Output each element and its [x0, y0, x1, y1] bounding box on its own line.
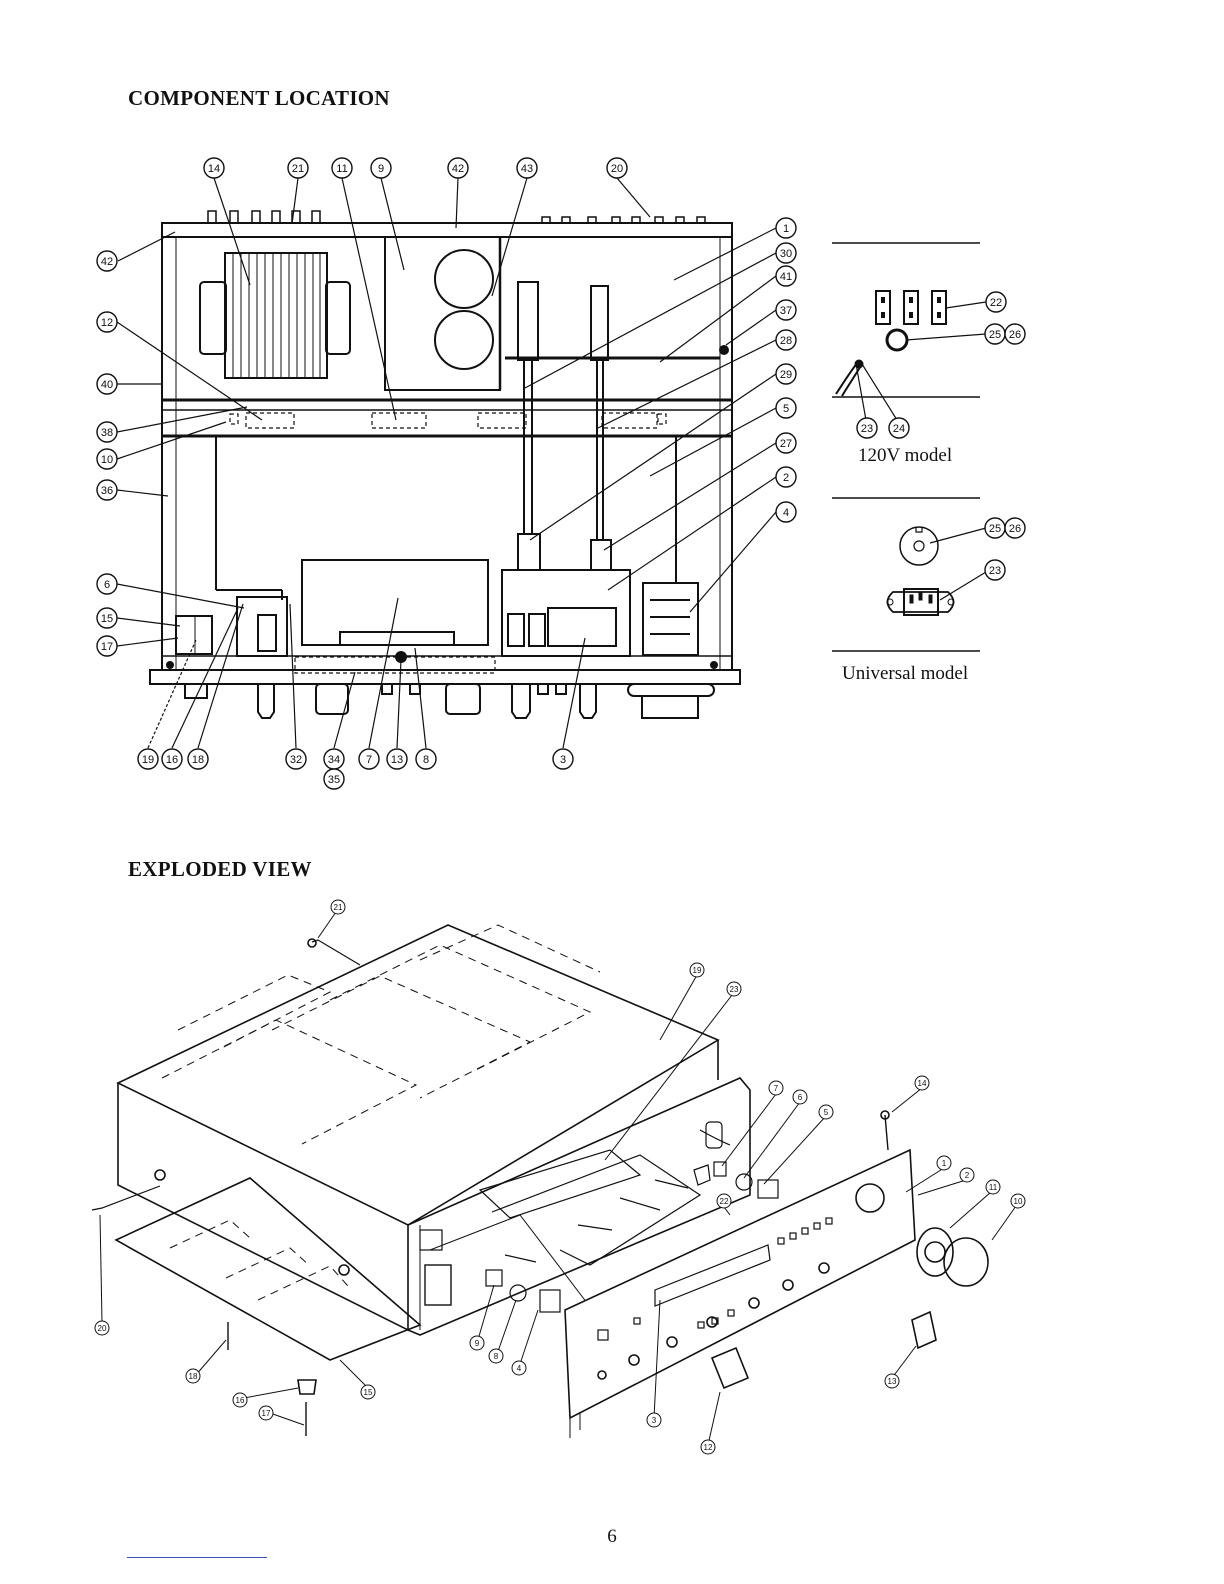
callout-19: 19 [142, 754, 154, 766]
ev-callout-19: 19 [693, 966, 702, 975]
ev-callout-21: 21 [334, 903, 343, 912]
exploded-view-diagram: 21 19 23 7 6 5 14 1 2 11 10 22 20 18 16 … [0, 880, 1224, 1480]
ev-callout-10: 10 [1014, 1197, 1023, 1206]
ev-callout-7: 7 [774, 1084, 779, 1093]
callout-25-120v: 25 [989, 329, 1001, 341]
ev-callout-16: 16 [236, 1396, 245, 1405]
ev-callout-8: 8 [494, 1352, 499, 1361]
callout-35: 35 [328, 774, 340, 786]
callout-25-universal: 25 [989, 523, 1001, 535]
model-variants-diagram: 22 25 26 23 24 25 26 23 [0, 0, 1224, 700]
ev-callout-18: 18 [189, 1372, 198, 1381]
ev-callout-15: 15 [364, 1388, 373, 1397]
ev-callout-11: 11 [989, 1183, 998, 1192]
exploded-view-title: EXPLODED VIEW [128, 857, 312, 882]
callout-24-120v: 24 [893, 423, 905, 435]
ev-callout-4: 4 [517, 1364, 522, 1373]
ev-callout-12: 12 [704, 1443, 713, 1452]
ev-callout-9: 9 [475, 1339, 480, 1348]
callout-7: 7 [366, 754, 372, 766]
callout-8: 8 [423, 754, 429, 766]
ev-callout-23: 23 [730, 985, 739, 994]
callout-22-120v: 22 [990, 297, 1002, 309]
callout-23-universal: 23 [989, 565, 1001, 577]
callout-13: 13 [391, 754, 403, 766]
ev-callout-6: 6 [798, 1093, 803, 1102]
footer-rule [127, 1557, 267, 1558]
callout-34: 34 [328, 754, 340, 766]
ev-callout-13: 13 [888, 1377, 897, 1386]
callout-32: 32 [290, 754, 302, 766]
ev-callout-2: 2 [965, 1171, 970, 1180]
callout-16: 16 [166, 754, 178, 766]
callout-23-120v: 23 [861, 423, 873, 435]
callout-18: 18 [192, 754, 204, 766]
callout-3: 3 [560, 754, 566, 766]
page-number: 6 [0, 1526, 1224, 1548]
callout-26-120v: 26 [1009, 329, 1021, 341]
ev-callout-3: 3 [652, 1416, 657, 1425]
ev-callout-22: 22 [720, 1197, 729, 1206]
ev-callout-1: 1 [942, 1159, 947, 1168]
ev-callout-20: 20 [98, 1324, 107, 1333]
ev-callout-5: 5 [824, 1108, 829, 1117]
ev-callout-17: 17 [262, 1409, 271, 1418]
callout-26-universal: 26 [1009, 523, 1021, 535]
ev-callout-14: 14 [918, 1079, 927, 1088]
